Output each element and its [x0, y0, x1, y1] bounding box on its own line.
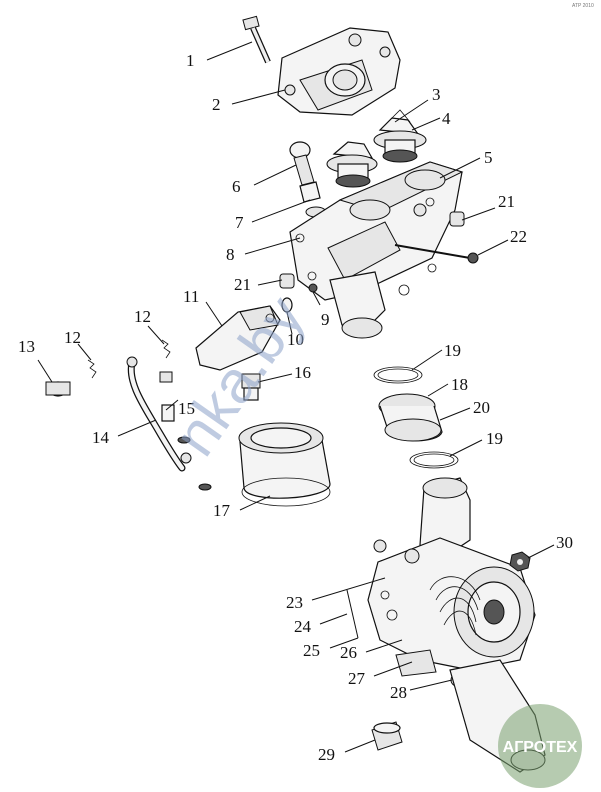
part-bracket — [195, 305, 281, 371]
callout-26: 26 — [340, 643, 357, 662]
part-hose-18 — [378, 393, 443, 442]
part-ring-19b — [409, 451, 459, 469]
part-screw-22 — [394, 244, 479, 264]
part-thermostat-right — [373, 109, 427, 163]
part-plug-top — [449, 211, 465, 227]
part-washer-12b — [87, 359, 97, 379]
callout-24: 24 — [294, 617, 312, 636]
part-banjo-bolt-15 — [159, 371, 175, 422]
callout-28: 28 — [390, 683, 407, 702]
callout-20: 20 — [473, 398, 490, 417]
callout-1: 1 — [186, 51, 195, 70]
part-thermostat-housing — [289, 161, 464, 339]
callout-4: 4 — [442, 109, 451, 128]
callout-14: 14 — [92, 428, 110, 447]
callout-12b: 12 — [64, 328, 81, 347]
corner-code: ATP 2010 — [572, 3, 594, 9]
callout-7: 7 — [235, 213, 244, 232]
part-thermostat-cover — [277, 27, 401, 116]
callout-3: 3 — [432, 85, 441, 104]
part-fitting — [241, 373, 261, 401]
callout-11: 11 — [183, 287, 199, 306]
part-temperature-sensor — [289, 141, 327, 218]
part-bolt — [242, 15, 271, 64]
badge-circle — [498, 704, 582, 788]
callout-5: 5 — [484, 148, 493, 167]
callout-6: 6 — [232, 177, 241, 196]
callout-27: 27 — [348, 669, 366, 688]
callout-21b: 21 — [234, 275, 251, 294]
leader-lines — [37, 41, 555, 753]
callout-13: 13 — [18, 337, 35, 356]
part-filter — [238, 422, 331, 507]
callout-16: 16 — [294, 363, 311, 382]
callout-19b: 19 — [486, 429, 503, 448]
callout-29: 29 — [318, 745, 335, 764]
part-banjo-13 — [45, 381, 71, 397]
callout-12a: 12 — [134, 307, 151, 326]
callout-15: 15 — [178, 399, 195, 418]
callout-17: 17 — [213, 501, 231, 520]
part-plug-29 — [371, 721, 403, 751]
callout-23: 23 — [286, 593, 303, 612]
part-washer-12a — [161, 339, 171, 359]
callout-9: 9 — [321, 310, 330, 329]
part-thermostat-left — [326, 141, 378, 188]
callout-2: 2 — [212, 95, 221, 114]
callout-21a: 21 — [498, 192, 515, 211]
callout-25: 25 — [303, 641, 320, 660]
part-plug-21 — [279, 273, 295, 289]
badge-label: АГРОТЕХ — [503, 739, 578, 756]
callout-labels: 1 2 3 4 5 6 7 8 9 10 11 12 12 13 14 15 1… — [18, 51, 573, 764]
part-nut-9 — [308, 283, 318, 293]
callout-10: 10 — [287, 330, 304, 349]
callout-8: 8 — [226, 245, 235, 264]
callout-19a: 19 — [444, 341, 461, 360]
part-ring-19a — [373, 366, 423, 384]
brand-badge: АГРОТЕХ — [498, 704, 582, 788]
part-pipe — [126, 356, 212, 491]
callout-22: 22 — [510, 227, 527, 246]
callout-18: 18 — [451, 375, 468, 394]
part-nut-30 — [509, 551, 531, 572]
callout-30: 30 — [556, 533, 573, 552]
